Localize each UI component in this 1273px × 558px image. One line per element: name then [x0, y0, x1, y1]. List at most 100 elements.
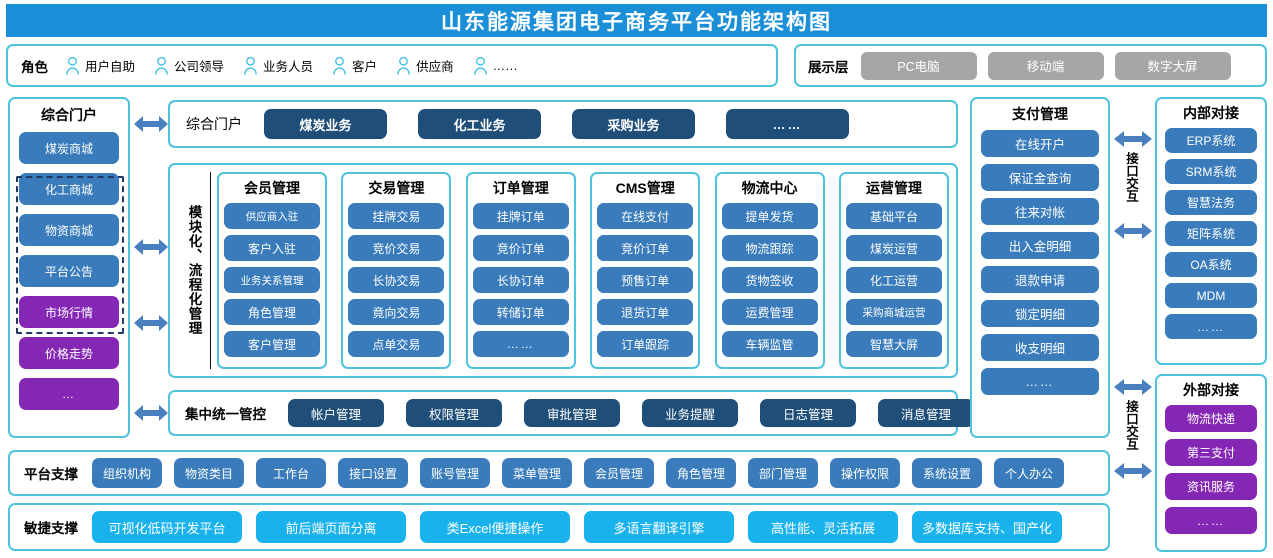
platform-support-item-11[interactable]: 系统设置: [912, 458, 982, 488]
platform-support-item-1[interactable]: 组织机构: [92, 458, 162, 488]
module-item-5-4[interactable]: 运费管理: [721, 299, 818, 325]
module-item-5-2[interactable]: 物流跟踪: [721, 235, 818, 261]
external-docking-label: 外部对接: [1183, 382, 1239, 398]
portal-row-item-3[interactable]: 采购业务: [572, 109, 695, 139]
external-docking-item-1[interactable]: 物流快递: [1165, 405, 1257, 432]
portal-column-item-1[interactable]: 煤炭商城: [19, 132, 119, 164]
platform-support-item-9[interactable]: 部门管理: [748, 458, 818, 488]
role-label: ……: [492, 58, 518, 73]
agile-support-item-1[interactable]: 可视化低码开发平台: [92, 511, 242, 543]
portal-row-item-4[interactable]: ……: [726, 109, 849, 139]
external-docking-item-3[interactable]: 资讯服务: [1165, 473, 1257, 500]
platform-support-item-10[interactable]: 操作权限: [830, 458, 900, 488]
role-item-1[interactable]: 用户自助: [64, 56, 135, 75]
central-control-item-3[interactable]: 审批管理: [524, 399, 620, 427]
module-item-5-1[interactable]: 提单发货: [721, 203, 818, 229]
external-docking-item-4[interactable]: ……: [1165, 507, 1257, 534]
module-item-3-2[interactable]: 竞价订单: [472, 235, 569, 261]
module-item-6-5[interactable]: 智慧大屏: [845, 331, 942, 357]
internal-docking-item-3[interactable]: 智慧法务: [1165, 190, 1257, 215]
portal-row-item-2[interactable]: 化工业务: [418, 109, 541, 139]
module-item-4-2[interactable]: 竞价订单: [597, 235, 694, 261]
module-item-3-4[interactable]: 转储订单: [472, 299, 569, 325]
central-control-item-4[interactable]: 业务提醒: [642, 399, 738, 427]
platform-support-item-4[interactable]: 接口设置: [338, 458, 408, 488]
module-item-4-4[interactable]: 退货订单: [597, 299, 694, 325]
module-item-3-1[interactable]: 挂牌订单: [472, 203, 569, 229]
presentation-button-1[interactable]: PC电脑: [860, 51, 977, 80]
central-control-item-1[interactable]: 帐户管理: [288, 399, 384, 427]
module-item-4-5[interactable]: 订单跟踪: [597, 331, 694, 357]
module-item-1-1[interactable]: 供应商入驻: [224, 203, 320, 229]
module-item-3-3[interactable]: 长协订单: [472, 267, 569, 293]
presentation-button-3[interactable]: 数字大屏: [1114, 51, 1231, 80]
platform-support-panel: 平台支撑 组织机构物资类目工作台接口设置账号管理菜单管理会员管理角色管理部门管理…: [8, 450, 1110, 496]
module-item-3-5[interactable]: ……: [472, 331, 569, 357]
role-item-4[interactable]: 客户: [331, 56, 377, 75]
module-item-6-4[interactable]: 采购商城运营: [845, 299, 942, 325]
payment-item-7[interactable]: 收支明细: [981, 334, 1099, 361]
presentation-button-2[interactable]: 移动端: [987, 51, 1104, 80]
module-item-1-5[interactable]: 客户管理: [224, 331, 320, 357]
arrow-platform-to-external: [1114, 462, 1152, 480]
role-item-3[interactable]: 业务人员: [242, 56, 313, 75]
module-item-4-3[interactable]: 预售订单: [597, 267, 694, 293]
portal-column-item-6[interactable]: 价格走势: [19, 337, 119, 369]
payment-item-2[interactable]: 保证金查询: [981, 164, 1099, 191]
role-item-5[interactable]: 供应商: [395, 56, 454, 75]
agile-support-item-6[interactable]: 多数据库支持、国产化: [912, 511, 1062, 543]
payment-item-6[interactable]: 锁定明细: [981, 300, 1099, 327]
module-item-6-3[interactable]: 化工运营: [845, 267, 942, 293]
payment-item-4[interactable]: 出入金明细: [981, 232, 1099, 259]
internal-docking-item-7[interactable]: ……: [1165, 314, 1257, 339]
role-item-2[interactable]: 公司领导: [153, 56, 224, 75]
platform-support-item-5[interactable]: 账号管理: [420, 458, 490, 488]
agile-support-item-2[interactable]: 前后端页面分离: [256, 511, 406, 543]
external-docking-item-2[interactable]: 第三支付: [1165, 439, 1257, 466]
portal-column-panel: 综合门户 煤炭商城化工商城物资商城平台公告市场行情价格走势…: [8, 97, 130, 438]
portal-column-item-7[interactable]: …: [19, 378, 119, 410]
central-control-item-6[interactable]: 消息管理: [878, 399, 974, 427]
portal-row-item-1[interactable]: 煤炭业务: [264, 109, 387, 139]
module-item-2-4[interactable]: 竟向交易: [348, 299, 445, 325]
payment-item-1[interactable]: 在线开户: [981, 130, 1099, 157]
portal-column-item-5[interactable]: 市场行情: [19, 296, 119, 328]
payment-item-5[interactable]: 退款申请: [981, 266, 1099, 293]
agile-support-item-4[interactable]: 多语言翻译引擎: [584, 511, 734, 543]
internal-docking-item-5[interactable]: OA系统: [1165, 252, 1257, 277]
module-item-2-2[interactable]: 竞价交易: [348, 235, 445, 261]
payment-item-8[interactable]: ……: [981, 368, 1099, 395]
internal-docking-item-6[interactable]: MDM: [1165, 283, 1257, 308]
internal-docking-item-2[interactable]: SRM系统: [1165, 159, 1257, 184]
module-item-1-4[interactable]: 角色管理: [224, 299, 320, 325]
module-item-6-1[interactable]: 基础平台: [845, 203, 942, 229]
module-item-5-3[interactable]: 货物签收: [721, 267, 818, 293]
module-item-2-1[interactable]: 挂牌交易: [348, 203, 445, 229]
payment-item-3[interactable]: 往来对帐: [981, 198, 1099, 225]
modules-vertical-label: 模块化、流程化管理: [177, 172, 211, 369]
platform-support-item-8[interactable]: 角色管理: [666, 458, 736, 488]
portal-column-item-4[interactable]: 平台公告: [19, 255, 119, 287]
module-item-2-3[interactable]: 长协交易: [348, 267, 445, 293]
central-control-item-2[interactable]: 权限管理: [406, 399, 502, 427]
agile-support-item-5[interactable]: 高性能、灵活拓展: [748, 511, 898, 543]
module-item-2-5[interactable]: 点单交易: [348, 331, 445, 357]
role-item-6[interactable]: ……: [472, 56, 518, 75]
platform-support-item-2[interactable]: 物资类目: [174, 458, 244, 488]
internal-docking-item-4[interactable]: 矩阵系统: [1165, 221, 1257, 246]
portal-column-item-3[interactable]: 物资商城: [19, 214, 119, 246]
module-item-6-2[interactable]: 煤炭运营: [845, 235, 942, 261]
module-item-5-5[interactable]: 车辆监管: [721, 331, 818, 357]
platform-support-item-3[interactable]: 工作台: [256, 458, 326, 488]
module-item-1-2[interactable]: 客户入驻: [224, 235, 320, 261]
platform-support-item-12[interactable]: 个人办公: [994, 458, 1064, 488]
portal-column-item-2[interactable]: 化工商城: [19, 173, 119, 205]
platform-support-item-6[interactable]: 菜单管理: [502, 458, 572, 488]
module-item-4-1[interactable]: 在线支付: [597, 203, 694, 229]
roles-label: 角色: [21, 59, 48, 75]
platform-support-item-7[interactable]: 会员管理: [584, 458, 654, 488]
module-item-1-3[interactable]: 业务关系管理: [224, 267, 320, 293]
central-control-item-5[interactable]: 日志管理: [760, 399, 856, 427]
internal-docking-item-1[interactable]: ERP系统: [1165, 128, 1257, 153]
agile-support-item-3[interactable]: 类Excel便捷操作: [420, 511, 570, 543]
